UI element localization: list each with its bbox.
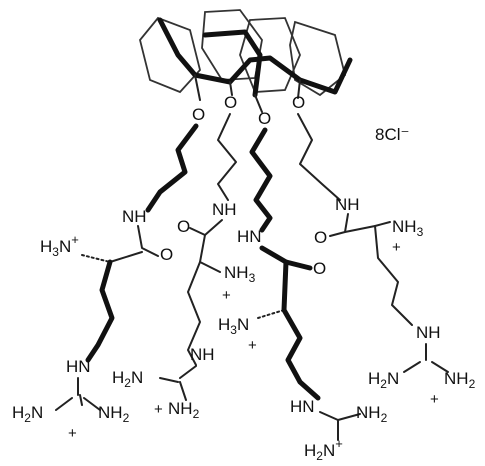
side-chain-3 (281, 259, 321, 401)
propyl-chain-3 (249, 127, 273, 233)
alpha-carbon-1 (81, 254, 111, 263)
alpha-carbon-3 (257, 309, 285, 319)
ammonium-mid-right: H3N (218, 315, 249, 337)
bowl-wall (202, 29, 263, 98)
ether-oxygen-1: O (192, 105, 205, 124)
charge-mid-right: + (248, 337, 257, 354)
propyl-chain-4 (297, 113, 341, 201)
amide-nh-4: NH (335, 195, 360, 214)
amide-hn-3: HN (237, 227, 262, 246)
guanidine-nh-4: NH (416, 323, 441, 342)
guanidine-h2n-1: H2N (12, 403, 43, 425)
bowl-lower (194, 74, 301, 113)
backbone-1 (109, 251, 143, 263)
counterion-label: 8Cl⁻ (375, 125, 409, 144)
carbonyl-oxygen-3: O (313, 259, 326, 278)
charge-right: + (392, 239, 401, 256)
guanidine-h2n-plus-3: H2N+ (304, 436, 343, 463)
guanidine-nh-2: NH (190, 345, 215, 364)
carbonyl-oxygen-2: O (177, 217, 190, 236)
carbonyl-2 (189, 219, 223, 236)
guanidine-h2n-4: H2N (368, 369, 399, 391)
guanidine-nh2-1: NH2 (98, 403, 130, 425)
guanidine-charge-4: + (430, 391, 439, 408)
guanidine-hn-1: HN (66, 357, 91, 376)
side-chain-2 (187, 261, 201, 366)
guanidine-bonds-1 (55, 377, 101, 411)
backbone-2 (199, 234, 221, 273)
amide-nh-2: NH (212, 200, 237, 219)
propyl-chain-1 (145, 123, 199, 213)
guanidine-bonds-2 (159, 365, 197, 401)
side-chain-1 (85, 259, 115, 363)
ether-oxygen-4: O (292, 93, 305, 112)
aromatic-ring-3 (239, 17, 301, 93)
ether-oxygen-3: O (258, 109, 271, 128)
bowl-rim (157, 17, 353, 95)
amide-nh-1: NH (122, 207, 147, 226)
aromatic-ring-1 (139, 16, 201, 94)
ammonium-right: NH3 (392, 217, 424, 239)
guanidine-nh2-2: NH2 (168, 399, 200, 421)
calixarene-core (139, 9, 353, 113)
ether-oxygen-2: O (224, 93, 237, 112)
charge-mid-left: + (222, 287, 231, 304)
ammonium-left: H3N+ (40, 232, 79, 259)
aromatic-ring-4 (289, 20, 347, 97)
side-chain-4 (374, 225, 413, 326)
guanidine-charge-2: + (154, 401, 163, 418)
backbone-4 (344, 221, 391, 233)
guanidine-bonds-4 (403, 343, 449, 373)
guanidine-charge-1: + (68, 425, 77, 442)
guanidine-bonds-3 (319, 411, 361, 441)
guanidine-nh2-3: NH2 (356, 403, 388, 425)
ammonium-mid-left: NH3 (224, 263, 256, 285)
guanidine-h2n-2: H2N (112, 368, 143, 390)
guanidine-hn-3: HN (290, 397, 315, 416)
carbonyl-oxygen-4: O (314, 228, 327, 247)
carbonyl-oxygen-1: O (160, 245, 173, 264)
propyl-chain-2 (217, 113, 237, 201)
guanidine-nh2-4: NH2 (444, 369, 476, 391)
carbonyl-1 (137, 225, 159, 257)
